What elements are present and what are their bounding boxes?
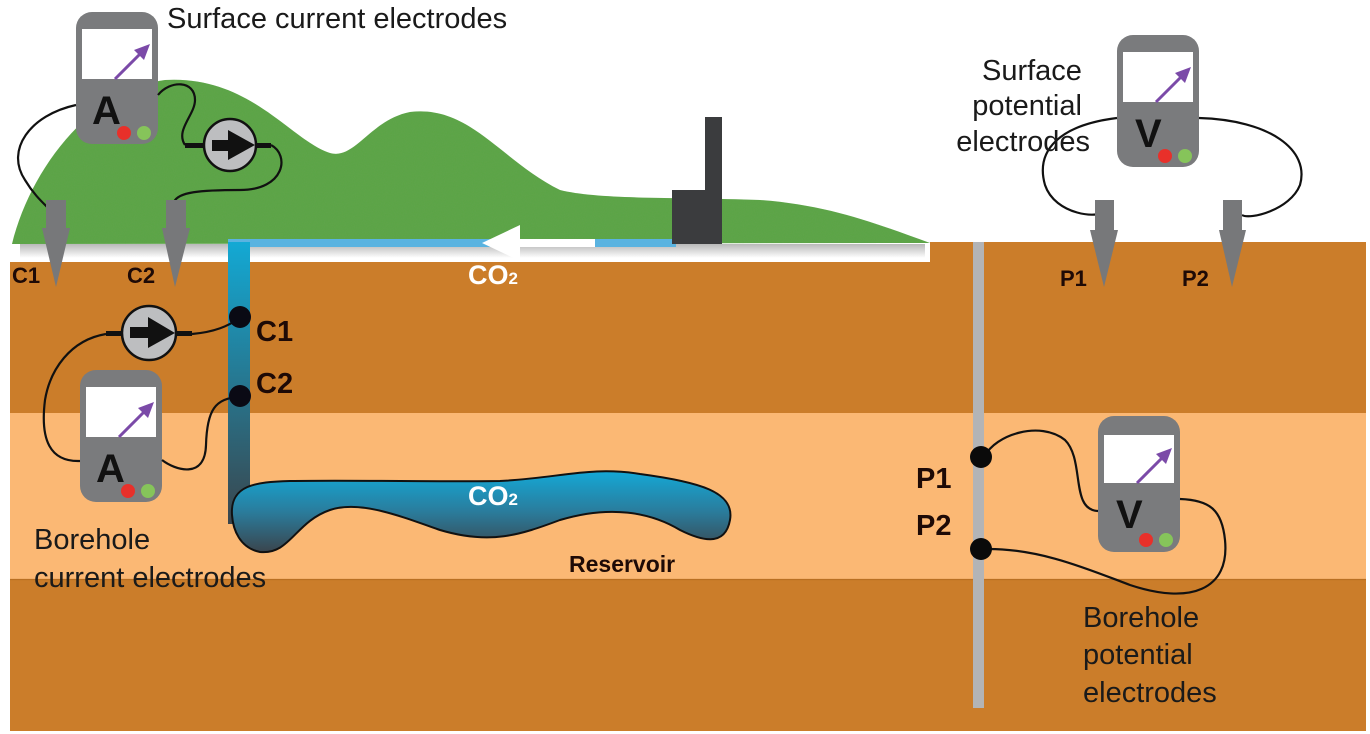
label-surface-p2: P2 (1182, 266, 1209, 291)
surface-voltmeter: V (1117, 35, 1199, 167)
co2-text: CO (468, 260, 509, 290)
wire (157, 83, 197, 146)
label-borehole-p1: P1 (916, 463, 951, 495)
label-line: Borehole (1083, 602, 1199, 634)
upper-earth-layer (10, 242, 1366, 414)
observation-well (973, 242, 984, 708)
wire (161, 395, 241, 471)
surface-electrode-p2 (1219, 200, 1246, 287)
surface-electrode-c1 (42, 200, 70, 287)
led-red-icon (1139, 533, 1153, 547)
needle-icon (1154, 73, 1185, 104)
label-surface-c2: C2 (127, 263, 155, 288)
label-reservoir: Reservoir (569, 551, 675, 577)
wire (42, 332, 107, 463)
meter-letter: V (1116, 493, 1143, 537)
plant-building (672, 190, 722, 244)
label-line: potential (1083, 639, 1193, 671)
arrow-right-icon (148, 317, 175, 348)
led-green-icon (141, 484, 155, 498)
needle-arrowhead (1156, 448, 1172, 464)
label-surface-c1: C1 (12, 263, 40, 288)
co2-surface-pipe (228, 239, 676, 247)
power-plant (672, 117, 722, 244)
needle-icon (117, 408, 148, 439)
needle-arrowhead (138, 402, 154, 418)
label-surface-current-electrodes: Surface current electrodes (167, 3, 507, 35)
needle-icon (113, 50, 144, 81)
co2-subscript: 2 (509, 269, 518, 288)
co2-reservoir (230, 470, 732, 554)
source-lead-right (176, 331, 192, 336)
meter-letter: A (96, 447, 125, 491)
surface-current-source (185, 117, 271, 173)
needle-icon (1135, 454, 1166, 485)
arrow-shaft (130, 327, 150, 338)
label-borehole-current-electrodes: Borehole current electrodes (34, 524, 266, 594)
led-red-icon (1158, 149, 1172, 163)
borehole-electrode-p2 (970, 538, 992, 560)
electrode-tip (1090, 230, 1118, 287)
led-red-icon (117, 126, 131, 140)
label-surface-p1: P1 (1060, 266, 1087, 291)
arrow-right-icon (228, 130, 255, 160)
borehole-electrode-c1 (229, 306, 251, 328)
surface-electrode-p1 (1090, 200, 1118, 287)
electrode-body (1223, 200, 1242, 230)
label-co2-pipe: CO2 (468, 260, 518, 290)
wire (1198, 116, 1303, 218)
label-line: electrodes (1083, 677, 1217, 709)
co2-flow-arrow-head (482, 225, 520, 261)
wire (984, 497, 1227, 595)
label-borehole-p2: P2 (916, 510, 951, 542)
source-lead-left (185, 143, 205, 148)
co2-flow-arrow-shaft (510, 239, 595, 247)
label-line: electrodes (956, 126, 1090, 158)
label-borehole-potential-electrodes: Borehole potential electrodes (1083, 602, 1217, 709)
electrode-tip (42, 228, 70, 287)
label-surface-potential-electrodes: Surface potential electrodes (956, 55, 1090, 158)
co2-subscript: 2 (509, 490, 518, 509)
source-lead-left (106, 331, 124, 336)
meter-letter: A (92, 89, 121, 133)
wire (1041, 116, 1118, 216)
borehole-voltmeter: V (1098, 416, 1180, 552)
electrode-tip (162, 228, 190, 287)
arrow-shaft (212, 140, 230, 151)
electrode-body (46, 200, 66, 228)
label-line: potential (972, 90, 1082, 122)
wire (984, 429, 1099, 513)
label-line: Surface (982, 55, 1082, 87)
led-red-icon (121, 484, 135, 498)
lower-earth-layer (10, 579, 1366, 731)
meter-letter: V (1135, 112, 1162, 156)
led-green-icon (1159, 533, 1173, 547)
injection-well (228, 242, 250, 524)
led-green-icon (137, 126, 151, 140)
borehole-electrode-p1 (970, 446, 992, 468)
co2-text: CO (468, 481, 509, 511)
plant-chimney (705, 117, 722, 197)
electrode-body (166, 200, 186, 228)
label-line: Borehole (34, 524, 150, 556)
label-line: current electrodes (34, 562, 266, 594)
source-lead-right (257, 143, 271, 148)
electrode-body (1095, 200, 1114, 230)
label-co2-reservoir: CO2 (468, 481, 518, 511)
label-borehole-c1: C1 (256, 316, 293, 348)
surface-ammeter: A (76, 12, 158, 144)
needle-arrowhead (134, 44, 150, 60)
borehole-current-source (106, 304, 192, 362)
surface-electrode-c2 (162, 200, 190, 287)
needle-arrowhead (1175, 67, 1191, 83)
led-green-icon (1178, 149, 1192, 163)
label-borehole-c2: C2 (256, 368, 293, 400)
borehole-electrode-c2 (229, 385, 251, 407)
electrode-tip (1219, 230, 1246, 287)
borehole-ammeter: A (80, 370, 162, 502)
wire (172, 144, 283, 203)
